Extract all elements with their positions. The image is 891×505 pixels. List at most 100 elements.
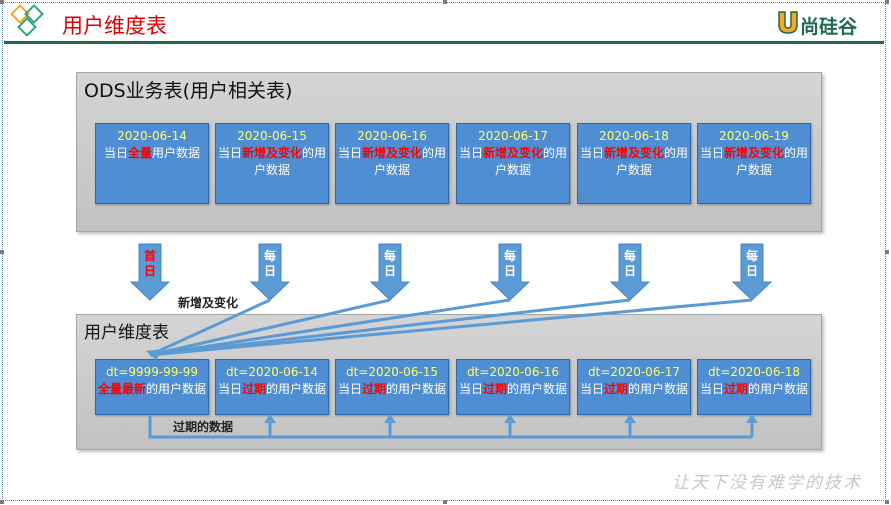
box-date: dt=2020-06-17 bbox=[587, 365, 681, 379]
box-text-highlight: 过期 bbox=[361, 382, 386, 396]
box-text-highlight: 新增及变化 bbox=[603, 146, 664, 160]
box-text-pre: 当日 bbox=[103, 146, 128, 160]
box-text-highlight: 全量最新 bbox=[97, 382, 146, 396]
box-text-highlight: 过期 bbox=[603, 382, 628, 396]
box-date: 2020-06-17 bbox=[478, 129, 548, 143]
box-text-post: 的用户数据 bbox=[494, 146, 568, 177]
header-divider bbox=[4, 41, 884, 44]
box-description: 全量最新的用户数据 bbox=[96, 381, 208, 398]
ods-data-box: 2020-06-14 当日全量用户数据 bbox=[95, 123, 209, 204]
box-text-highlight: 新增及变化 bbox=[241, 146, 302, 160]
box-description: 当日新增及变化的用户数据 bbox=[336, 145, 448, 179]
box-text-post: 的用户数据 bbox=[146, 382, 207, 396]
arrow-label: 每日 bbox=[623, 249, 636, 278]
merge-line-0617 bbox=[149, 298, 511, 357]
box-date: dt=9999-99-99 bbox=[105, 365, 199, 379]
box-text-pre: 当日 bbox=[458, 146, 483, 160]
box-date: 2020-06-15 bbox=[237, 129, 307, 143]
box-date: dt=2020-06-16 bbox=[466, 365, 560, 379]
brand-name: 尚硅谷 bbox=[800, 16, 858, 38]
resize-handle bbox=[0, 250, 4, 254]
arrow-label: 每日 bbox=[263, 249, 276, 278]
box-description: 当日过期的用户数据 bbox=[578, 381, 690, 398]
arrow-label: 每日 bbox=[383, 249, 396, 278]
footer-slogan: 让天下没有难学的技术 bbox=[672, 473, 862, 493]
dim-data-box: dt=2020-06-14 当日过期的用户数据 bbox=[215, 359, 329, 415]
ods-panel-title: ODS业务表(用户相关表) bbox=[84, 80, 293, 102]
resize-handle bbox=[885, 250, 889, 254]
box-text-post: 的用户数据 bbox=[386, 382, 447, 396]
box-text-highlight: 过期 bbox=[482, 382, 507, 396]
down-arrow-icon bbox=[369, 243, 411, 301]
box-text-post: 的用户数据 bbox=[253, 146, 327, 177]
box-text-pre: 当日 bbox=[579, 382, 604, 396]
box-description: 当日过期的用户数据 bbox=[216, 381, 328, 398]
box-description: 当日新增及变化的用户数据 bbox=[698, 145, 810, 179]
box-text-highlight: 新增及变化 bbox=[482, 146, 543, 160]
box-date: dt=2020-06-15 bbox=[345, 365, 439, 379]
box-text-pre: 当日 bbox=[217, 146, 242, 160]
dim-data-box: dt=2020-06-17 当日过期的用户数据 bbox=[577, 359, 691, 415]
box-date: dt=2020-06-14 bbox=[225, 365, 319, 379]
box-text-post: 的用户数据 bbox=[507, 382, 568, 396]
ods-data-box: 2020-06-16 当日新增及变化的用户数据 bbox=[335, 123, 449, 204]
box-date: 2020-06-18 bbox=[599, 129, 669, 143]
ods-data-box: 2020-06-17 当日新增及变化的用户数据 bbox=[456, 123, 570, 204]
dim-data-box: dt=2020-06-18 当日过期的用户数据 bbox=[697, 359, 811, 415]
box-text-highlight: 过期 bbox=[241, 382, 266, 396]
box-description: 当日过期的用户数据 bbox=[457, 381, 569, 398]
arrow-label: 首日 bbox=[143, 249, 156, 278]
expired-bracket bbox=[148, 416, 754, 439]
box-description: 当日过期的用户数据 bbox=[698, 381, 810, 398]
merge-line-0618 bbox=[149, 298, 631, 357]
arrow-label: 每日 bbox=[745, 249, 758, 278]
up-arrowhead-icon bbox=[504, 414, 516, 423]
box-text-pre: 当日 bbox=[337, 146, 362, 160]
down-arrow-icon bbox=[731, 243, 773, 301]
box-text-pre: 当日 bbox=[458, 382, 483, 396]
box-date: 2020-06-16 bbox=[357, 129, 427, 143]
up-arrowhead-icon bbox=[264, 414, 276, 423]
down-arrow-icon bbox=[489, 243, 531, 301]
box-text-post: 的用户数据 bbox=[748, 382, 809, 396]
merge-line-0616 bbox=[149, 298, 391, 357]
new-and-changed-label: 新增及变化 bbox=[178, 296, 239, 310]
resize-handle bbox=[885, 500, 889, 504]
up-arrowhead-icon bbox=[624, 414, 636, 423]
arrow-label: 每日 bbox=[503, 249, 516, 278]
down-arrow-icon bbox=[249, 243, 291, 301]
box-text-pre: 当日 bbox=[699, 146, 724, 160]
logo-diamonds-icon bbox=[10, 4, 44, 37]
brand-logo-icon bbox=[778, 11, 798, 34]
box-text-post: 的用户数据 bbox=[373, 146, 447, 177]
dim-data-box: dt=9999-99-99 全量最新的用户数据 bbox=[95, 359, 209, 415]
box-text-post: 的用户数据 bbox=[266, 382, 327, 396]
merge-lines bbox=[149, 298, 753, 357]
merge-arrowhead-icon bbox=[146, 349, 164, 360]
box-text-pre: 当日 bbox=[217, 382, 242, 396]
expired-arrowheads bbox=[264, 414, 758, 423]
box-description: 当日新增及变化的用户数据 bbox=[216, 145, 328, 179]
box-text-post: 的用户数据 bbox=[628, 382, 689, 396]
box-text-highlight: 新增及变化 bbox=[723, 146, 784, 160]
dim-panel-title: 用户维度表 bbox=[84, 323, 169, 343]
merge-line-0615 bbox=[149, 298, 271, 357]
resize-handle bbox=[443, 0, 447, 4]
box-description: 当日新增及变化的用户数据 bbox=[457, 145, 569, 179]
up-arrowhead-icon bbox=[384, 414, 396, 423]
box-text-pre: 当日 bbox=[579, 146, 604, 160]
box-text-post: 的用户数据 bbox=[735, 146, 809, 177]
down-arrow-icon bbox=[129, 243, 171, 301]
box-text-highlight: 全量 bbox=[127, 146, 152, 160]
resize-handle bbox=[0, 500, 4, 504]
box-text-post: 的用户数据 bbox=[615, 146, 689, 177]
up-arrowhead-icon bbox=[746, 414, 758, 423]
box-text-post: 用户数据 bbox=[152, 146, 201, 160]
merge-line-0619 bbox=[149, 298, 753, 357]
box-date: 2020-06-14 bbox=[117, 129, 187, 143]
page-title: 用户维度表 bbox=[62, 14, 167, 38]
down-arrow-icon bbox=[609, 243, 651, 301]
box-date: dt=2020-06-18 bbox=[707, 365, 801, 379]
